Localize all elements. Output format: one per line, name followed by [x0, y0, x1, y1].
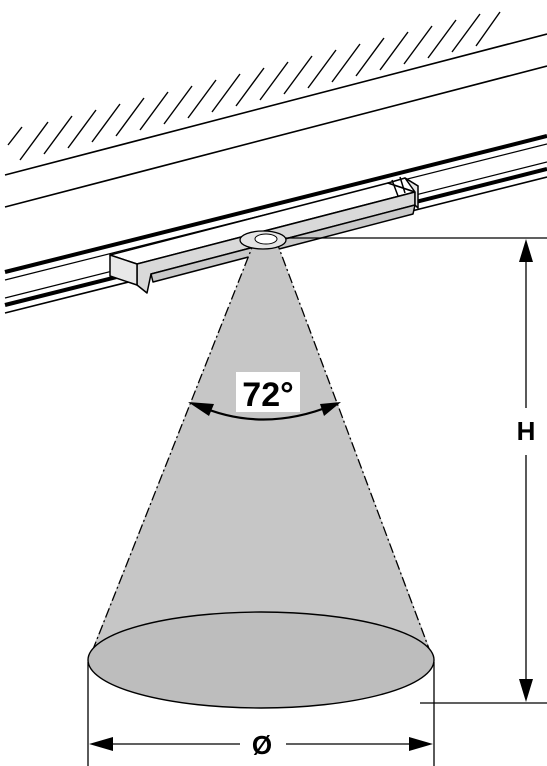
beam-cone [88, 240, 434, 660]
ceiling-hatching [7, 11, 501, 161]
diameter-arrow-left [89, 737, 113, 751]
beam-footprint-ellipse [87, 611, 435, 709]
ceiling-slab [4, 33, 547, 208]
height-dimension [285, 237, 547, 704]
angle-label: 72° [242, 376, 293, 414]
angle-arrow-right [320, 402, 341, 416]
lens [239, 230, 287, 250]
light-cone [87, 239, 435, 709]
height-label: H [517, 416, 536, 446]
angle-arc [188, 402, 341, 421]
height-arrow-bottom [519, 679, 533, 702]
angle-label-box [236, 372, 300, 412]
diameter-label: Ø [252, 730, 272, 760]
angle-arrow-left [188, 402, 214, 416]
diameter-dimension [87, 662, 435, 766]
height-arrow-top [519, 239, 533, 262]
diameter-arrow-right [409, 737, 433, 751]
